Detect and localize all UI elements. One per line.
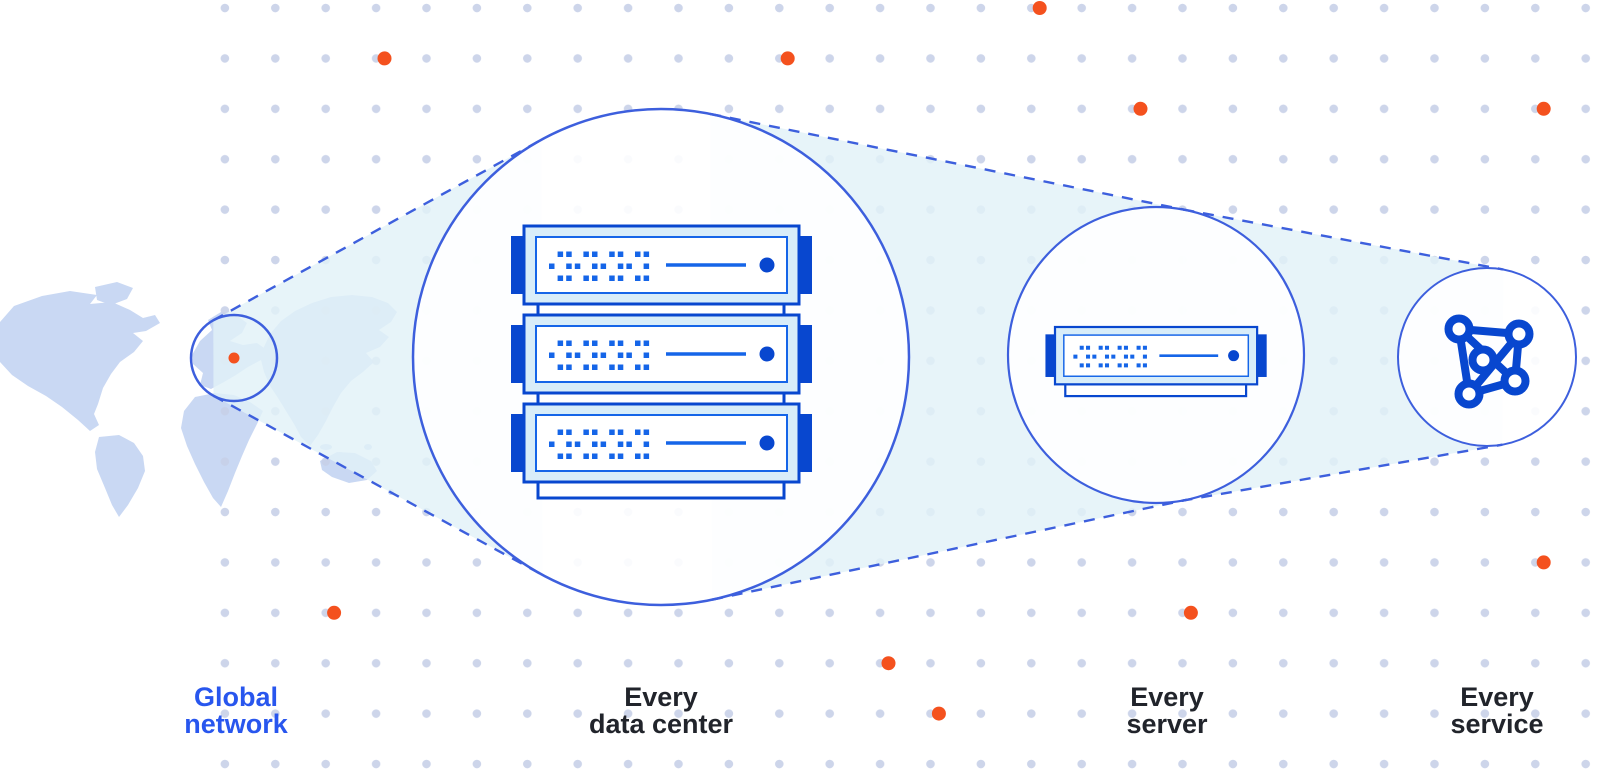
orange-accent-dot — [1032, 1, 1047, 15]
label-every-data-center: Every data center — [541, 684, 781, 738]
orange-accent-dot — [1133, 101, 1148, 116]
dashed-line — [212, 394, 544, 576]
label-line: network — [184, 709, 288, 739]
orange-accent-dot — [780, 51, 795, 66]
orange-accent-dot — [377, 51, 392, 66]
orange-accent-dot — [1536, 555, 1551, 570]
label-line: Every — [624, 682, 698, 712]
network-mesh-icon — [1444, 314, 1534, 409]
dashed-line — [709, 112, 1186, 212]
label-global-network: Global network — [116, 684, 356, 738]
dashed-line — [711, 498, 1187, 601]
dashed-zoom-lines — [212, 112, 1504, 601]
label-line: service — [1450, 709, 1544, 739]
server-icon — [1044, 325, 1268, 398]
orange-accent-dot — [327, 605, 342, 620]
server-unit-icon — [509, 402, 814, 500]
label-every-service: Every service — [1377, 684, 1617, 738]
location-marker-dot — [228, 352, 240, 364]
mesh-node — [1454, 379, 1484, 409]
label-line: Every — [1130, 682, 1204, 712]
server-rack-icon — [509, 224, 814, 500]
orange-accent-dot — [881, 656, 896, 671]
label-every-server: Every server — [1047, 684, 1287, 738]
dashed-line — [1181, 443, 1503, 502]
orange-accent-dots — [327, 1, 1551, 721]
orange-accent-dot — [1536, 101, 1551, 116]
orange-accent-dot — [931, 706, 946, 721]
dashed-line — [212, 138, 542, 322]
mesh-node — [1444, 314, 1474, 344]
location-highlight-circle — [189, 313, 279, 403]
server-unit-icon — [509, 313, 814, 411]
label-line: Every — [1460, 682, 1534, 712]
mesh-node — [1500, 366, 1530, 396]
mesh-node — [1504, 319, 1534, 349]
dashed-line — [1183, 208, 1504, 271]
mesh-node — [1468, 345, 1498, 375]
label-line: Global — [193, 682, 278, 712]
orange-accent-dot — [1183, 605, 1198, 620]
server-unit-icon — [509, 224, 814, 322]
label-line: server — [1126, 709, 1208, 739]
label-line: data center — [588, 709, 734, 739]
